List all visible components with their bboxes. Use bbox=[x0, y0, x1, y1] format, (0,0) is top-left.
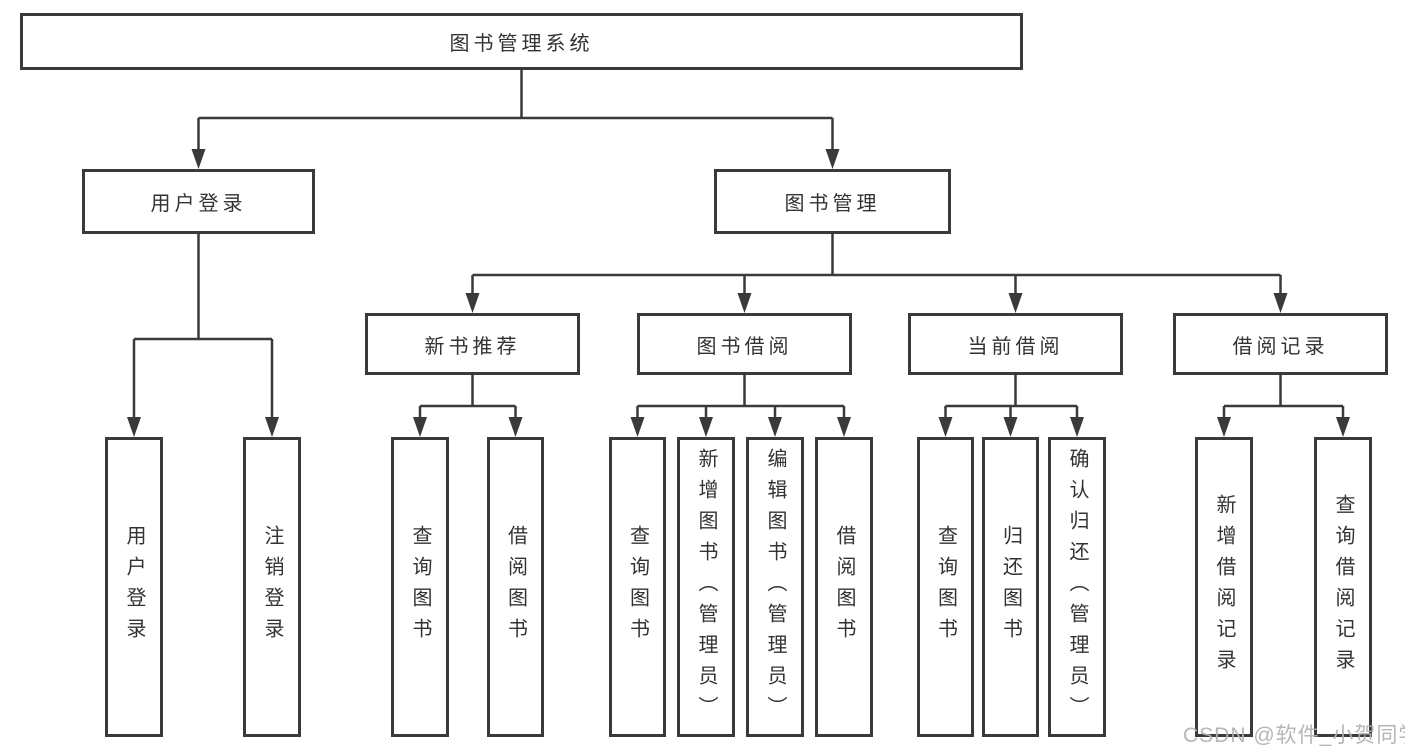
node-label: 借阅图书 bbox=[833, 525, 855, 649]
csdn-watermark: CSDN @软件_小贺同学 bbox=[1183, 724, 1405, 747]
arrow-down-icon bbox=[825, 149, 840, 169]
node-label: 借阅图书 bbox=[504, 525, 527, 649]
arrow-down-icon bbox=[938, 417, 953, 437]
arrow-down-icon bbox=[1008, 293, 1023, 313]
node-label: 用户登录 bbox=[123, 525, 145, 649]
node-label: 确认归还（管理员） bbox=[1066, 447, 1088, 727]
arrow-down-icon bbox=[508, 417, 523, 437]
arrow-down-icon bbox=[699, 417, 713, 437]
arrow-down-icon bbox=[1070, 417, 1084, 437]
arrow-down-icon bbox=[191, 149, 206, 169]
connector-current-borrowing-branch bbox=[944, 375, 1079, 418]
arrow-down-icon bbox=[768, 417, 782, 437]
node-label: 借阅记录 bbox=[1232, 335, 1329, 358]
node-label: 新增图书（管理员） bbox=[695, 447, 717, 727]
arrow-down-icon bbox=[737, 293, 752, 313]
leaf-borrow-books-recommend: 借阅图书 bbox=[487, 437, 544, 737]
leaf-query-books-current: 查询图书 bbox=[917, 437, 974, 737]
node-user-login: 用户登录 bbox=[82, 169, 315, 234]
arrow-down-icon bbox=[413, 417, 427, 437]
node-label: 归还图书 bbox=[999, 525, 1022, 649]
arrow-down-icon bbox=[1217, 417, 1231, 437]
node-label: 查询借阅记录 bbox=[1332, 494, 1354, 680]
node-label: 图书借阅 bbox=[696, 335, 793, 358]
node-borrowing-records: 借阅记录 bbox=[1173, 313, 1388, 375]
leaf-add-books-admin: 新增图书（管理员） bbox=[677, 437, 735, 737]
node-current-borrowing: 当前借阅 bbox=[908, 313, 1123, 375]
connector-book-borrowing-branch bbox=[636, 375, 846, 418]
arrow-down-icon bbox=[1273, 293, 1288, 313]
arrow-down-icon bbox=[630, 417, 645, 437]
node-system-root: 图书管理系统 bbox=[20, 13, 1023, 70]
node-label: 用户登录 bbox=[150, 193, 247, 215]
node-label: 图书管理 bbox=[784, 193, 881, 215]
leaf-query-books-borrowing: 查询图书 bbox=[609, 437, 666, 737]
node-label: 新增借阅记录 bbox=[1213, 494, 1235, 680]
node-label: 当前借阅 bbox=[967, 335, 1064, 358]
connector-user-login-branch bbox=[132, 234, 274, 418]
node-label: 编辑图书（管理员） bbox=[764, 447, 786, 727]
arrow-down-icon bbox=[265, 417, 279, 437]
node-label: 新书推荐 bbox=[424, 335, 521, 358]
node-label: 查询图书 bbox=[934, 525, 957, 649]
arrow-down-icon bbox=[837, 417, 851, 437]
arrow-down-icon bbox=[1336, 417, 1350, 437]
leaf-add-borrow-record: 新增借阅记录 bbox=[1195, 437, 1253, 737]
connector-borrowing-records-branch bbox=[1222, 375, 1345, 418]
node-label: 查询图书 bbox=[409, 525, 431, 649]
node-book-management: 图书管理 bbox=[714, 169, 951, 234]
leaf-query-borrow-record: 查询借阅记录 bbox=[1314, 437, 1372, 737]
leaf-confirm-return-admin: 确认归还（管理员） bbox=[1048, 437, 1106, 737]
node-label: 图书管理系统 bbox=[449, 33, 594, 55]
leaf-query-books-recommend: 查询图书 bbox=[391, 437, 449, 737]
node-label: 查询图书 bbox=[626, 525, 649, 649]
leaf-edit-books-admin: 编辑图书（管理员） bbox=[746, 437, 804, 737]
arrow-down-icon bbox=[1003, 417, 1018, 437]
leaf-return-books: 归还图书 bbox=[982, 437, 1039, 737]
connector-new-book-branch bbox=[418, 375, 517, 418]
arrow-down-icon bbox=[127, 417, 141, 437]
node-book-borrowing: 图书借阅 bbox=[637, 313, 852, 375]
node-new-book-recommendation: 新书推荐 bbox=[365, 313, 580, 375]
arrow-down-icon bbox=[465, 293, 480, 313]
connector-book-management-branch bbox=[471, 234, 1282, 294]
connector-root-branch bbox=[197, 70, 834, 150]
leaf-logout: 注销登录 bbox=[243, 437, 301, 737]
leaf-user-login: 用户登录 bbox=[105, 437, 163, 737]
node-label: 注销登录 bbox=[261, 525, 283, 649]
leaf-borrow-books-borrowing: 借阅图书 bbox=[815, 437, 873, 737]
